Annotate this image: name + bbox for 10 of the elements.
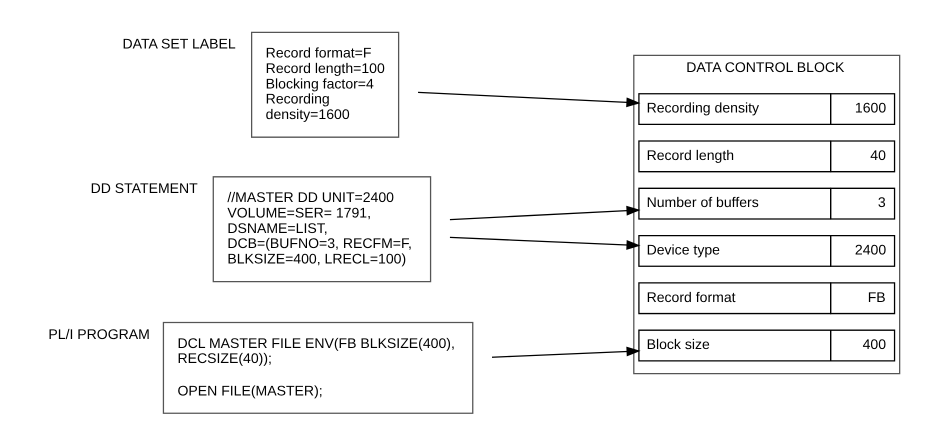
arrow — [450, 206, 641, 220]
arrow — [450, 236, 641, 250]
arrow — [492, 346, 641, 358]
node-label: DD STATEMENT — [90, 180, 198, 196]
node-box: DCL MASTER FILE ENV(FB BLKSIZE(400), RECSIZE(40)); OPEN FILE(MASTER); — [162, 322, 474, 414]
node-label: DATA SET LABEL — [122, 36, 236, 52]
node-label: PL/I PROGRAM — [48, 326, 150, 342]
arrow — [418, 92, 640, 108]
node-box: //MASTER DD UNIT=2400 VOLUME=SER= 1791, DSNAME=LIST, DCB=(BUFNO=3, RECFM=F, BLKSIZE=400, LRECL=100) — [212, 176, 432, 282]
node-box: Record format=F Record length=100 Blocking factor=4 Recording density=1600 — [251, 32, 400, 138]
